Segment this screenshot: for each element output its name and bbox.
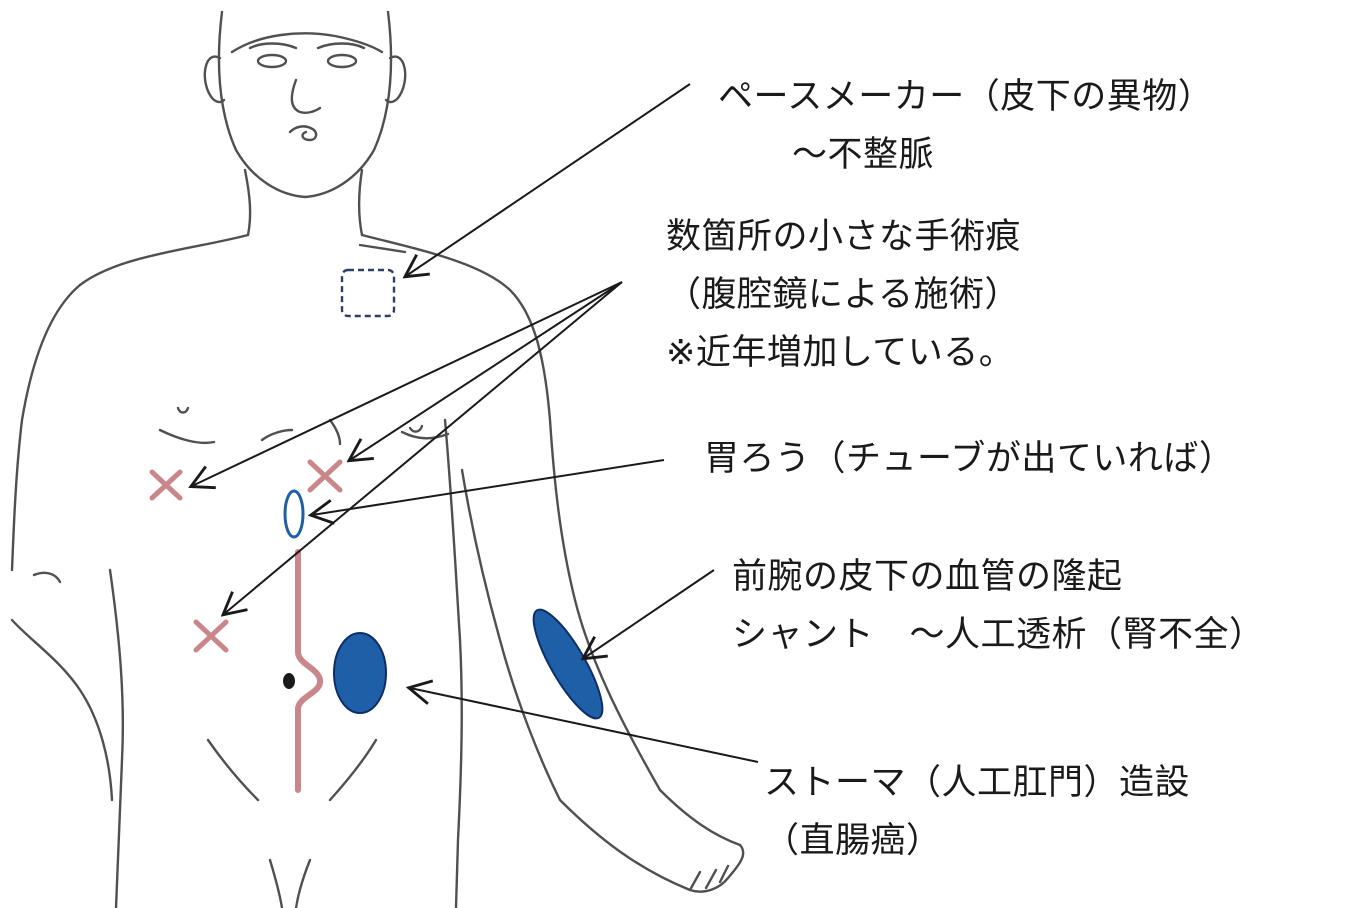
left-arm-inner [12, 620, 112, 800]
shunt-marker-icon [522, 602, 613, 726]
laparoscopy-arrow-2 [350, 282, 622, 460]
right-eye [328, 55, 356, 67]
scar-x-mark-icon [196, 622, 226, 650]
neck-left [245, 170, 250, 235]
scar-x-mark-icon [310, 462, 340, 490]
stoma-label-line1: ストーマ（人工肛門）造設 [764, 754, 1190, 812]
left-eyebrow [250, 44, 296, 49]
scar-x-mark-icon [152, 472, 180, 498]
torso-left-side [110, 570, 123, 908]
mouth [290, 126, 316, 140]
groin-left [208, 740, 258, 800]
neck-right [359, 170, 362, 235]
laparoscopy-label-line3: ※近年増加している。 [666, 324, 1021, 382]
right-shoulder [362, 235, 660, 790]
midline-incision-scar [298, 552, 320, 790]
clavicle-right [360, 245, 405, 252]
shunt-label-line2: シャント 〜人工透析（腎不全） [732, 606, 1265, 664]
laparoscopy-label: 数箇所の小さな手術痕 （腹腔鏡による施術） ※近年増加している。 [666, 208, 1021, 382]
laparoscopy-arrow-1 [192, 282, 622, 486]
left-nipple [178, 408, 188, 413]
left-eye [258, 55, 286, 67]
shunt-label: 前腕の皮下の血管の隆起 シャント 〜人工透析（腎不全） [732, 548, 1265, 664]
right-eyebrow [318, 44, 364, 49]
rib-line-right [330, 420, 340, 444]
chest-fold-left [160, 430, 214, 443]
right-nipple [410, 426, 422, 432]
navel-marker [283, 673, 295, 689]
laparoscopy-arrow-3 [224, 282, 622, 614]
arrow-group [192, 84, 758, 762]
leg-gap [270, 860, 310, 908]
right-hand-fingers [690, 866, 728, 890]
pacemaker-label-line2: 〜不整脈 [718, 126, 1213, 184]
right-forearm-outer [660, 790, 740, 845]
rib-line-left [262, 430, 292, 440]
hair-line [232, 33, 382, 52]
groin-right [330, 740, 376, 800]
nose [292, 80, 320, 113]
gastrostomy-marker-icon [285, 491, 303, 537]
pacemaker-label-line1: ペースメーカー（皮下の異物） [718, 68, 1213, 126]
stoma-marker-icon [334, 633, 386, 713]
pacemaker-arrow [406, 84, 690, 276]
clavicle-left [34, 573, 60, 582]
laparoscopy-label-line2: （腹腔鏡による施術） [666, 266, 1021, 324]
laparoscopy-label-line1: 数箇所の小さな手術痕 [666, 208, 1021, 266]
left-shoulder [12, 235, 248, 570]
right-hand [560, 800, 743, 892]
stoma-label-line2: （直腸癌） [764, 812, 1190, 870]
shunt-label-line1: 前腕の皮下の血管の隆起 [732, 548, 1265, 606]
stoma-label: ストーマ（人工肛門）造設 （直腸癌） [764, 754, 1190, 870]
shunt-arrow [584, 570, 714, 658]
gastrostomy-label-line1: 胃ろう（チューブが出ていれば） [704, 430, 1234, 488]
gastrostomy-arrow [312, 460, 664, 515]
pacemaker-label: ペースメーカー（皮下の異物） 〜不整脈 [718, 68, 1213, 184]
gastrostomy-label: 胃ろう（チューブが出ていれば） [704, 430, 1234, 488]
body-outline [12, 12, 743, 908]
pacemaker-marker-icon [342, 270, 394, 316]
